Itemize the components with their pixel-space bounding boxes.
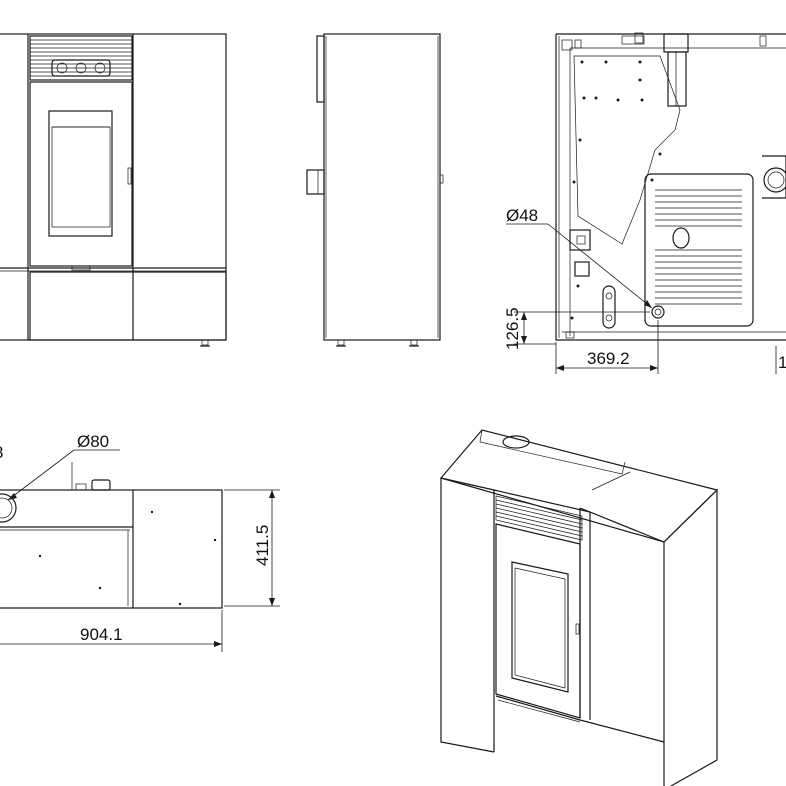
front-grille	[29, 35, 133, 81]
dia-48-label: Ø48	[506, 206, 538, 225]
front-door	[29, 81, 133, 267]
dim-right-partial-label: 1	[778, 353, 786, 372]
dim-369-label: 369.2	[587, 349, 630, 368]
top-view	[0, 462, 223, 609]
isometric-view	[439, 429, 719, 786]
iso-grille	[495, 495, 583, 541]
top-dimensions: Ø80 3 411.5 904.1	[0, 432, 280, 652]
front-view	[0, 33, 227, 347]
dim-411-label: 411.5	[253, 525, 272, 566]
dia-80-label: Ø80	[77, 432, 109, 451]
rear-vent-panel	[644, 173, 754, 327]
side-view	[306, 33, 444, 347]
rear-view	[555, 32, 786, 341]
left-partial-label: 3	[0, 443, 3, 462]
rear-dimensions: Ø48 126.5 369.2 1	[503, 206, 786, 374]
dim-126-label: 126.5	[503, 307, 522, 350]
dim-904-label: 904.1	[80, 625, 123, 644]
